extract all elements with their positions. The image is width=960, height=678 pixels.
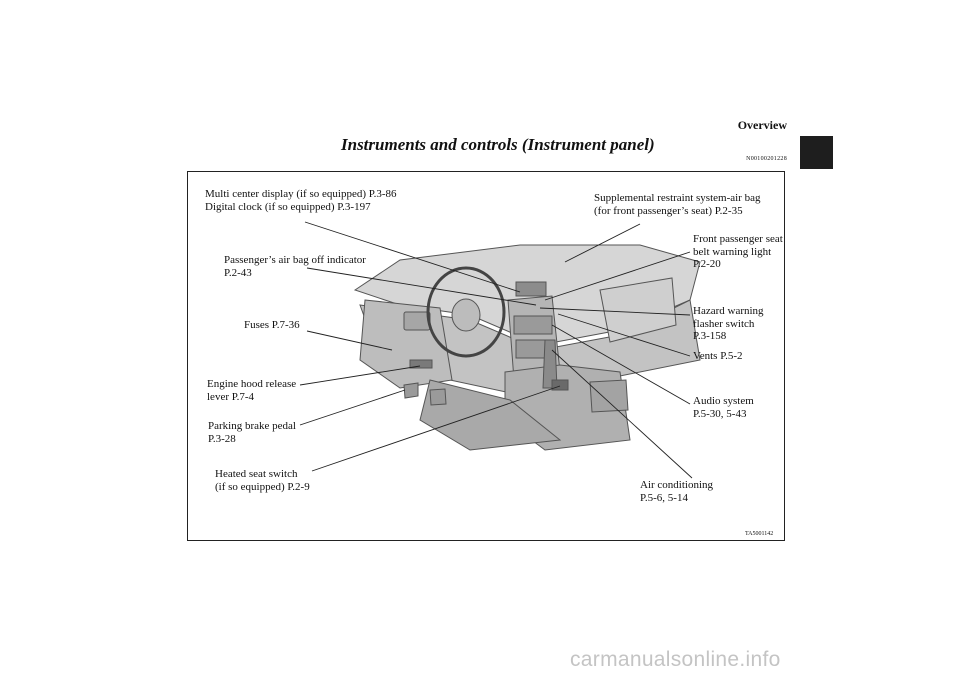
dashboard-drawing bbox=[355, 245, 700, 450]
pedal-shape bbox=[430, 389, 446, 405]
callout-passenger-air-bag-off: Passenger’s air bag off indicator P.2-43 bbox=[224, 254, 366, 279]
callout-audio-system: Audio system P.5-30, 5-43 bbox=[693, 395, 754, 420]
center-display bbox=[516, 282, 546, 296]
callout-line: Digital clock (if so equipped) P.3-197 bbox=[205, 201, 397, 214]
figure-code: TA5001142 bbox=[745, 531, 773, 537]
left-vent bbox=[404, 312, 430, 330]
callout-line: Hazard warning bbox=[693, 305, 764, 318]
callout-line: P.2-20 bbox=[693, 258, 783, 271]
audio-unit bbox=[514, 316, 552, 334]
callout-line: Audio system bbox=[693, 395, 754, 408]
callout-line: Passenger’s air bag off indicator bbox=[224, 254, 366, 267]
callout-heated-seat-switch: Heated seat switch (if so equipped) P.2-… bbox=[215, 468, 310, 493]
callout-line: P.3-28 bbox=[208, 433, 296, 446]
callout-line: Vents P.5-2 bbox=[693, 350, 743, 363]
callout-parking-brake-pedal: Parking brake pedal P.3-28 bbox=[208, 420, 296, 445]
callout-line: Air conditioning bbox=[640, 479, 713, 492]
watermark: carmanualsonline.info bbox=[570, 648, 781, 672]
callout-line: lever P.7-4 bbox=[207, 391, 296, 404]
callout-line: (if so equipped) P.2-9 bbox=[215, 481, 310, 494]
callout-front-passenger-seat-belt: Front passenger seat belt warning light … bbox=[693, 233, 783, 271]
leader-parking-brake bbox=[300, 390, 405, 425]
callout-engine-hood-release: Engine hood release lever P.7-4 bbox=[207, 378, 296, 403]
callout-air-conditioning: Air conditioning P.5-6, 5-14 bbox=[640, 479, 713, 504]
callout-supplemental-restraint: Supplemental restraint system-air bag (f… bbox=[594, 192, 760, 217]
callout-line: Engine hood release bbox=[207, 378, 296, 391]
callout-line: flasher switch bbox=[693, 318, 764, 331]
callout-line: Heated seat switch bbox=[215, 468, 310, 481]
heated-seat-switch-mark bbox=[552, 380, 568, 390]
callout-fuses: Fuses P.7-36 bbox=[244, 319, 300, 332]
rear-console-vents bbox=[590, 380, 628, 412]
steering-hub bbox=[452, 299, 480, 331]
callout-line: Supplemental restraint system-air bag bbox=[594, 192, 760, 205]
parking-brake-pedal-shape bbox=[404, 383, 418, 398]
callout-line: Fuses P.7-36 bbox=[244, 319, 300, 332]
callout-line: (for front passenger’s seat) P.2-35 bbox=[594, 205, 760, 218]
callout-line: Parking brake pedal bbox=[208, 420, 296, 433]
callout-line: Front passenger seat bbox=[693, 233, 783, 246]
callout-line: P.3-158 bbox=[693, 330, 764, 343]
callout-line: belt warning light bbox=[693, 246, 783, 259]
callout-hazard-warning: Hazard warning flasher switch P.3-158 bbox=[693, 305, 764, 343]
callout-vents: Vents P.5-2 bbox=[693, 350, 743, 363]
callout-line: P.2-43 bbox=[224, 267, 366, 280]
callout-line: P.5-6, 5-14 bbox=[640, 492, 713, 505]
callout-line: P.5-30, 5-43 bbox=[693, 408, 754, 421]
callout-line: Multi center display (if so equipped) P.… bbox=[205, 188, 397, 201]
callout-multi-center-display: Multi center display (if so equipped) P.… bbox=[205, 188, 397, 213]
